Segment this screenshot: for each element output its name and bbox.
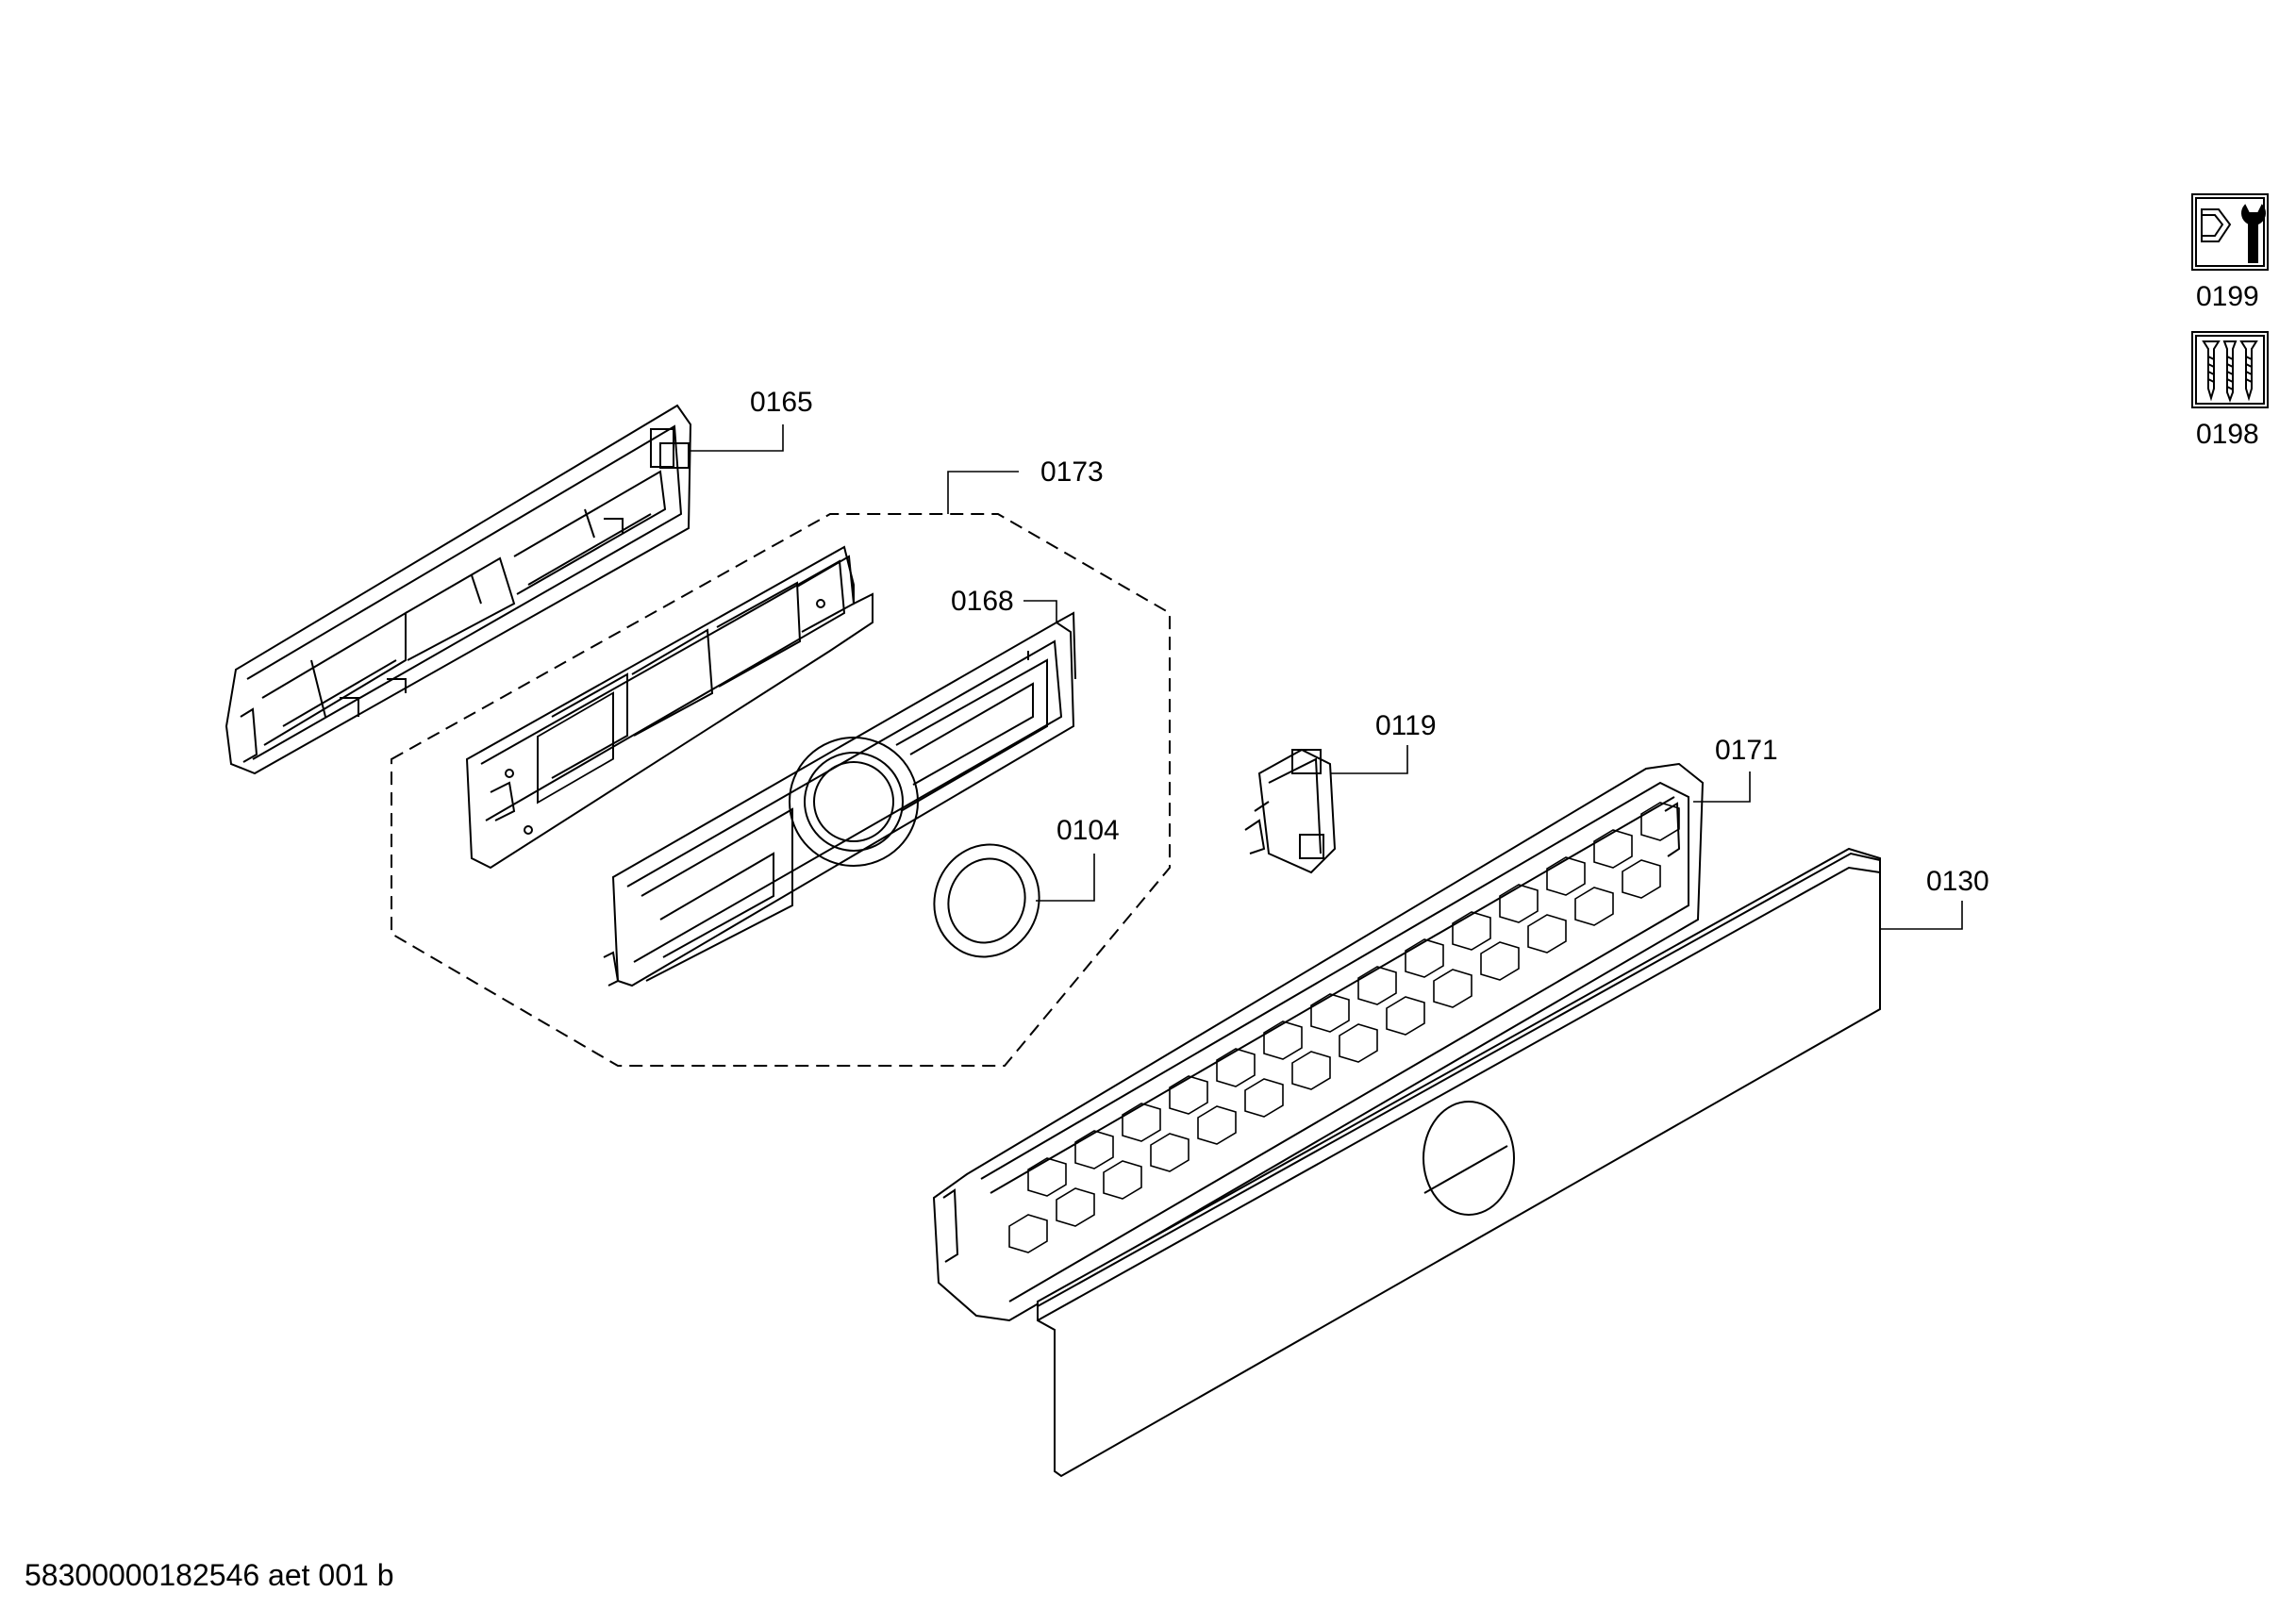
label-0119[interactable]: 0119 bbox=[1375, 710, 1437, 741]
label-0168[interactable]: 0168 bbox=[951, 586, 1014, 617]
part-0171-honeycomb-frame bbox=[932, 762, 1705, 1322]
label-0130[interactable]: 0130 bbox=[1926, 866, 1989, 897]
part-0173-circuit-board bbox=[465, 545, 873, 870]
part-0165-frame bbox=[225, 404, 692, 775]
screw-set-icon[interactable] bbox=[2190, 330, 2270, 409]
label-0173[interactable]: 0173 bbox=[1040, 456, 1104, 488]
part-0130-front-panel bbox=[1037, 847, 1881, 1478]
document-id: 58300000182546 aet 001 b bbox=[25, 1558, 394, 1592]
label-0199[interactable]: 0199 bbox=[2196, 281, 2259, 312]
wrench-and-part-icon[interactable] bbox=[2190, 192, 2270, 272]
part-0168-frame bbox=[603, 611, 1076, 987]
part-0104-ring bbox=[933, 843, 1040, 958]
label-0171[interactable]: 0171 bbox=[1715, 735, 1778, 766]
label-0198[interactable]: 0198 bbox=[2196, 419, 2259, 450]
label-0104[interactable]: 0104 bbox=[1056, 815, 1120, 846]
label-0165[interactable]: 0165 bbox=[750, 387, 813, 418]
part-0119-component bbox=[1244, 748, 1337, 874]
part-0173-group-outline bbox=[391, 513, 1171, 1067]
leader-lines bbox=[690, 424, 1963, 930]
